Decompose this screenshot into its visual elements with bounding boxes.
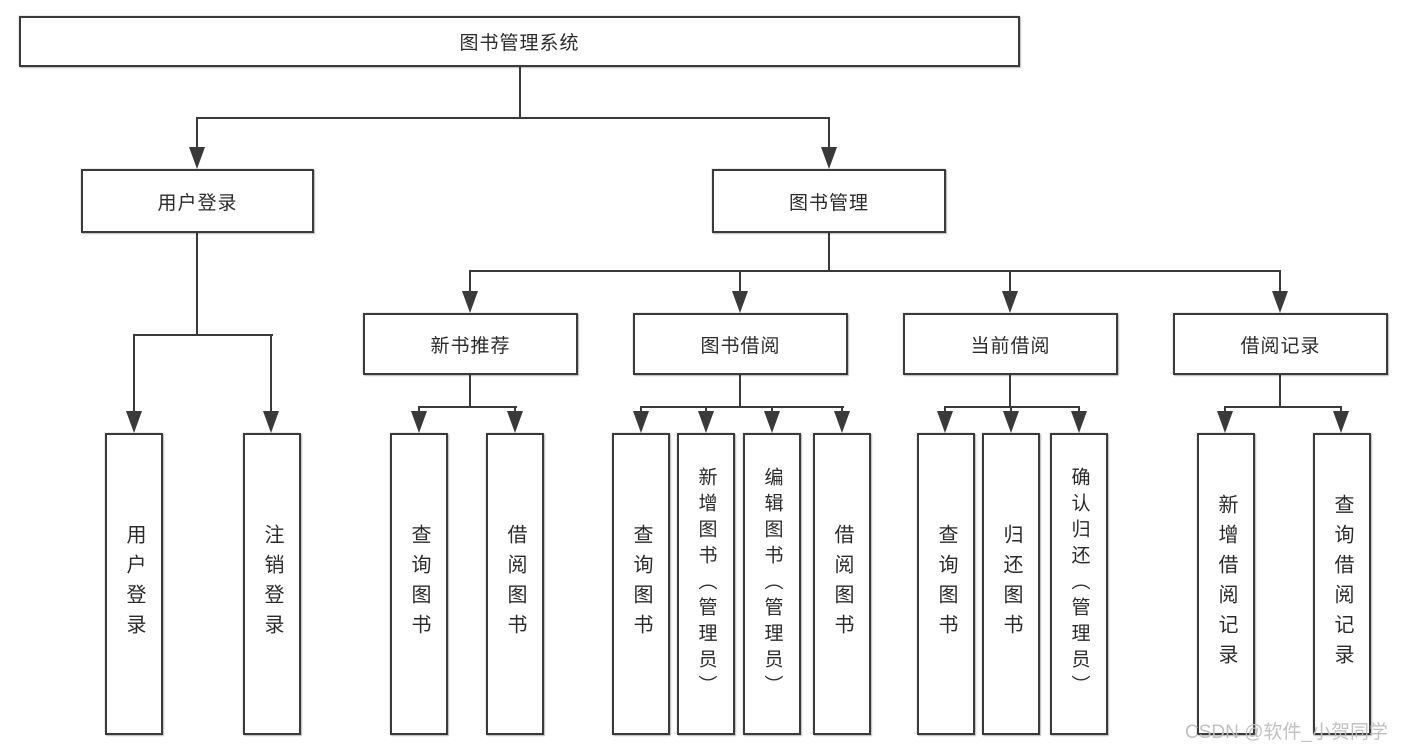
connector-line xyxy=(1010,406,1012,415)
arrowhead-icon xyxy=(1333,411,1349,433)
connector-line xyxy=(739,270,741,293)
connector-line xyxy=(944,406,1080,408)
node-leaf-borrow-books-recommend: 借阅图书 xyxy=(486,433,544,735)
connector-line xyxy=(1078,406,1080,415)
connector-line xyxy=(640,406,642,415)
arrowhead-icon xyxy=(1002,291,1018,313)
node-leaf-logout-label: 注销登录 xyxy=(261,524,283,644)
node-new-book-recommend-label: 新书推荐 xyxy=(430,335,511,357)
connector-line xyxy=(270,334,272,413)
arrowhead-icon xyxy=(834,411,850,433)
arrowhead-icon xyxy=(633,411,649,433)
watermark: CSDN @软件_小贺同学 xyxy=(1185,722,1388,743)
connector-line xyxy=(196,117,830,119)
connector-line xyxy=(196,117,198,149)
node-leaf-query-books-recommend: 查询图书 xyxy=(390,433,448,735)
connector-line xyxy=(133,334,135,413)
connector-line xyxy=(469,270,471,293)
node-leaf-query-books-borrowing-label: 查询图书 xyxy=(630,524,652,644)
node-leaf-query-borrow-record-label: 查询借阅记录 xyxy=(1331,494,1353,674)
connector-line xyxy=(1224,406,1226,415)
connector-line xyxy=(739,374,741,408)
node-library-system: 图书管理系统 xyxy=(19,16,1020,67)
node-book-borrowing: 图书借阅 xyxy=(633,313,848,375)
connector-line xyxy=(841,406,843,415)
node-leaf-add-book-admin-label: 新增图书（管理员） xyxy=(695,467,717,701)
node-leaf-query-borrow-record: 查询借阅记录 xyxy=(1313,433,1371,735)
arrowhead-icon xyxy=(462,291,478,313)
connector-line xyxy=(418,406,420,415)
arrowhead-icon xyxy=(1217,411,1233,433)
node-leaf-query-books-borrowing: 查询图书 xyxy=(612,433,670,735)
connector-line xyxy=(705,406,707,415)
node-leaf-return-books: 归还图书 xyxy=(982,433,1040,735)
node-leaf-add-borrow-record-label: 新增借阅记录 xyxy=(1215,494,1237,674)
node-book-borrowing-label: 图书借阅 xyxy=(700,335,781,357)
connector-line xyxy=(828,233,830,272)
connector-line xyxy=(1279,374,1281,408)
node-leaf-edit-book-admin: 编辑图书（管理员） xyxy=(743,433,801,735)
node-library-system-label: 图书管理系统 xyxy=(459,33,580,54)
node-leaf-logout: 注销登录 xyxy=(243,433,301,735)
connector-line xyxy=(771,406,773,415)
connector-line xyxy=(1340,406,1342,415)
node-leaf-query-books-current: 查询图书 xyxy=(917,433,975,735)
connector-line xyxy=(469,270,1281,272)
node-leaf-add-book-admin: 新增图书（管理员） xyxy=(677,433,735,735)
connector-line xyxy=(133,334,273,336)
connector-line xyxy=(514,406,516,415)
arrowhead-icon xyxy=(126,411,142,433)
node-current-borrowing: 当前借阅 xyxy=(903,313,1118,375)
arrowhead-icon xyxy=(507,411,523,433)
connector-line xyxy=(1279,270,1281,293)
connector-line xyxy=(944,406,946,415)
connector-line xyxy=(1224,406,1342,408)
node-leaf-user-login-label: 用户登录 xyxy=(123,524,145,644)
arrowhead-icon xyxy=(937,411,953,433)
arrowhead-icon xyxy=(1071,411,1087,433)
node-user-login-label: 用户登录 xyxy=(157,192,238,214)
node-user-login: 用户登录 xyxy=(81,169,314,233)
connector-line xyxy=(196,233,198,336)
connector-line xyxy=(1009,270,1011,293)
arrowhead-icon xyxy=(1272,291,1288,313)
node-current-borrowing-label: 当前借阅 xyxy=(970,335,1051,357)
node-leaf-return-books-label: 归还图书 xyxy=(1000,524,1022,644)
arrowhead-icon xyxy=(263,411,279,433)
node-leaf-borrow-books-recommend-label: 借阅图书 xyxy=(504,524,526,644)
node-new-book-recommend: 新书推荐 xyxy=(363,313,578,375)
arrowhead-icon xyxy=(732,291,748,313)
node-borrowing-records-label: 借阅记录 xyxy=(1240,335,1321,357)
arrowhead-icon xyxy=(411,411,427,433)
connector-line xyxy=(640,406,844,408)
arrowhead-icon xyxy=(698,411,714,433)
node-leaf-query-books-current-label: 查询图书 xyxy=(935,524,957,644)
node-leaf-query-books-recommend-label: 查询图书 xyxy=(408,524,430,644)
arrowhead-icon xyxy=(764,411,780,433)
node-leaf-borrow-books-borrowing: 借阅图书 xyxy=(813,433,871,735)
connector-line xyxy=(469,374,471,408)
node-leaf-user-login: 用户登录 xyxy=(105,433,163,735)
node-leaf-confirm-return-admin-label: 确认归还（管理员） xyxy=(1068,467,1090,701)
arrowhead-icon xyxy=(1003,411,1019,433)
arrowhead-icon xyxy=(189,147,205,169)
node-book-management-label: 图书管理 xyxy=(788,192,869,214)
connector-line xyxy=(1009,374,1011,408)
node-leaf-add-borrow-record: 新增借阅记录 xyxy=(1197,433,1255,735)
connector-line xyxy=(828,117,830,149)
connector-line xyxy=(519,67,521,118)
node-leaf-borrow-books-borrowing-label: 借阅图书 xyxy=(831,524,853,644)
connector-line xyxy=(418,406,517,408)
node-leaf-confirm-return-admin: 确认归还（管理员） xyxy=(1050,433,1108,735)
node-borrowing-records: 借阅记录 xyxy=(1173,313,1388,375)
arrowhead-icon xyxy=(821,147,837,169)
node-book-management: 图书管理 xyxy=(712,169,946,233)
node-leaf-edit-book-admin-label: 编辑图书（管理员） xyxy=(761,467,783,701)
